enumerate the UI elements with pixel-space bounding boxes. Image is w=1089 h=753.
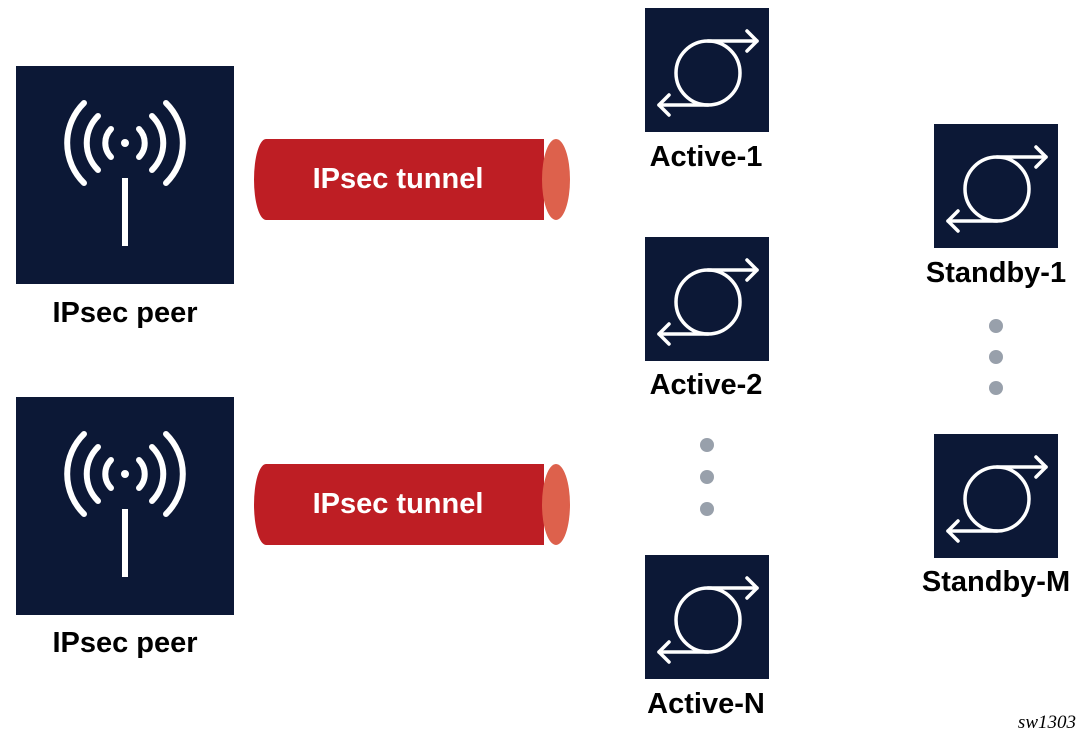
ipsec-tunnel-2-label: IPsec tunnel — [312, 488, 484, 520]
standby-m-node — [934, 434, 1058, 558]
active-1-label: Active-1 — [649, 141, 763, 173]
ipsec-peer-2 — [16, 397, 234, 615]
ellipsis-dot — [989, 381, 1003, 395]
ipsec-peer-1-label: IPsec peer — [52, 297, 198, 329]
router-icon — [946, 145, 1048, 233]
standby-1-label: Standby-1 — [925, 257, 1067, 289]
ellipsis-dot — [989, 350, 1003, 364]
active-2-node — [645, 237, 769, 361]
tunnel-cylinder-icon — [254, 464, 570, 545]
standby-m-label: Standby-M — [921, 566, 1071, 598]
ellipsis-dot — [700, 438, 714, 452]
ipsec-tunnel-1-label: IPsec tunnel — [312, 163, 484, 195]
standby-1-node — [934, 124, 1058, 248]
ellipsis-dot — [700, 470, 714, 484]
tunnel-cylinder-icon — [254, 139, 570, 220]
ipsec-tunnel-2: IPsec tunnel — [253, 463, 571, 546]
antenna-icon — [16, 397, 234, 615]
active-n-node — [645, 555, 769, 679]
active-1-node — [645, 8, 769, 132]
ipsec-peer-2-label: IPsec peer — [52, 627, 198, 659]
ellipsis-dot — [700, 502, 714, 516]
ipsec-tunnel-1: IPsec tunnel — [253, 138, 571, 221]
antenna-icon — [16, 66, 234, 284]
router-icon — [657, 29, 759, 117]
figure-id: sw1303 — [1017, 712, 1076, 733]
ipsec-peer-1 — [16, 66, 234, 284]
router-icon — [657, 576, 759, 664]
active-n-label: Active-N — [647, 688, 765, 720]
router-icon — [657, 258, 759, 346]
ellipsis-dot — [989, 319, 1003, 333]
router-icon — [946, 455, 1048, 543]
active-2-label: Active-2 — [649, 369, 763, 401]
